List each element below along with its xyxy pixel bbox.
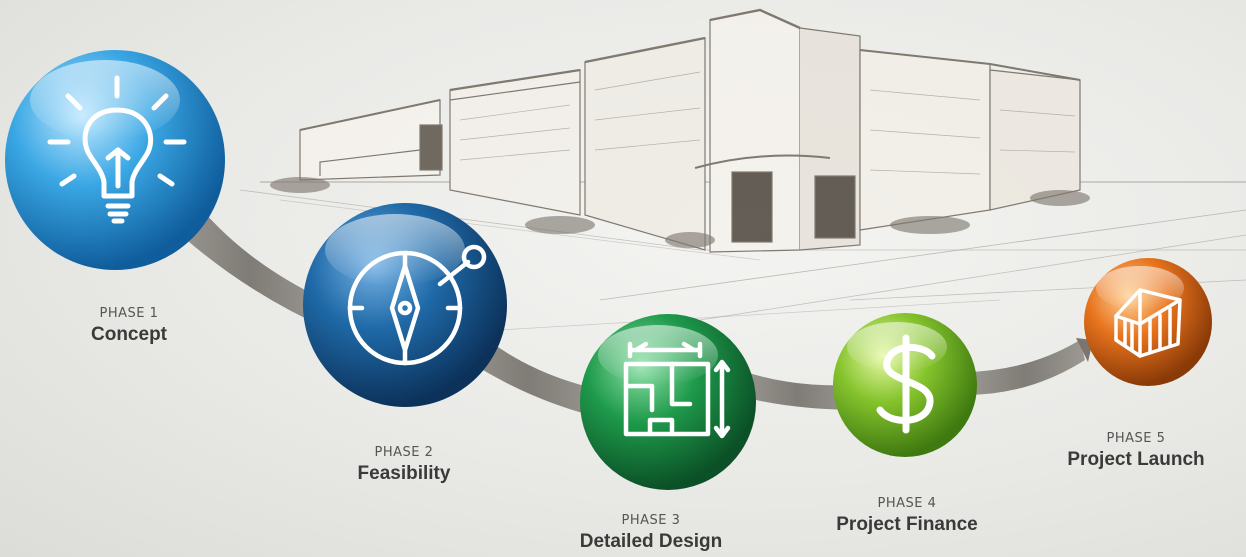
phase-number: PHASE 5 — [1106, 431, 1166, 446]
lightbulb-icon — [47, 75, 187, 224]
floor-plan-icon — [623, 341, 731, 439]
phase-2-sphere — [303, 203, 507, 407]
phase-4-label: PHASE 4 Project Finance — [797, 496, 1017, 536]
phase-title: Concept — [91, 324, 167, 345]
phase-1-label: PHASE 1 Concept — [19, 306, 239, 346]
phase-title: Detailed Design — [579, 531, 723, 552]
phase-4-sphere — [833, 313, 977, 457]
phase-5-label: PHASE 5 Project Launch — [1026, 431, 1246, 471]
phase-1-sphere — [5, 50, 225, 270]
compass-icon — [347, 244, 487, 366]
phase-title: Project Finance — [836, 514, 978, 535]
phase-3-label: PHASE 3 Detailed Design — [541, 513, 761, 553]
building-frame-icon — [1114, 288, 1182, 358]
dollar-icon — [876, 334, 936, 434]
phase-5-sphere — [1084, 258, 1212, 386]
phase-title: Project Launch — [1067, 449, 1205, 470]
phase-number: PHASE 3 — [621, 513, 681, 528]
phase-number: PHASE 2 — [374, 445, 434, 460]
phase-3-sphere — [580, 314, 756, 490]
building-sketch — [239, 8, 1246, 331]
phase-2-label: PHASE 2 Feasibility — [294, 445, 514, 485]
phase-number: PHASE 4 — [877, 496, 937, 511]
phase-number: PHASE 1 — [99, 306, 159, 321]
phase-title: Feasibility — [357, 463, 451, 484]
